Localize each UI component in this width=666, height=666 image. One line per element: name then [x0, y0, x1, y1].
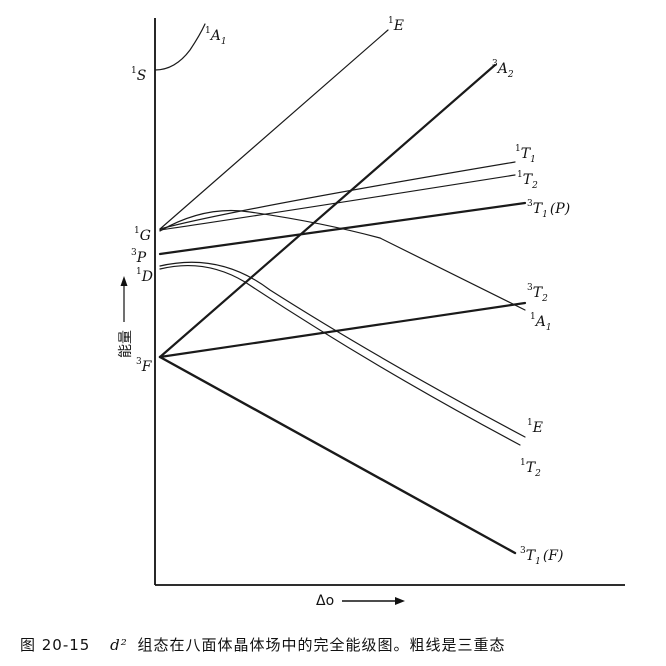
field-labels: 1A1 1E 3A2 1T1 1T2 3T1(P) 3T2 1A1 1E 1T2…: [205, 16, 570, 567]
term-1A1-mid: 1A1: [530, 312, 552, 333]
curve-1E-top: [159, 29, 389, 230]
figure-number: 图 20-15: [20, 636, 91, 654]
term-1D: 1D: [136, 267, 153, 285]
energy-level-diagram: 1S 1G 3P 1D 3F 1A1 1E 3A2 1T1 1T2 3T1(P)…: [118, 16, 625, 609]
curve-1T2-low: [159, 264, 521, 446]
term-3T1F: 3T1(F): [520, 546, 563, 567]
y-axis-arrowhead: [120, 276, 128, 286]
figure-caption: 图 20-15 d² 组态在八面体晶体场中的完全能级图。粗线是三重态: [20, 634, 650, 655]
term-3A2: 3A2: [492, 59, 514, 80]
term-1T1: 1T1: [515, 144, 536, 165]
curve-1E-low: [159, 261, 526, 438]
term-1E-low: 1E: [527, 418, 543, 436]
curve-3T2: [158, 301, 527, 359]
x-axis-label: Δo: [316, 593, 334, 609]
x-axis-title: Δo: [316, 593, 405, 609]
term-3P: 3P: [131, 248, 147, 266]
term-3T1P: 3T1(P): [527, 199, 570, 220]
curve-1T1: [159, 161, 516, 230]
curve-1A1-top: [154, 23, 206, 71]
free-ion-labels: 1S 1G 3P 1D 3F: [131, 66, 153, 375]
y-axis-label: 能量: [118, 330, 134, 358]
x-axis-arrowhead: [395, 597, 405, 605]
term-1T2-low: 1T2: [520, 458, 541, 479]
term-1S: 1S: [131, 66, 146, 84]
term-1E-top: 1E: [388, 16, 404, 34]
term-1G: 1G: [134, 226, 151, 244]
caption-text: 组态在八面体晶体场中的完全能级图。粗线是三重态: [137, 636, 506, 654]
curve-1A1-mid: [159, 209, 526, 311]
term-1A1-top: 1A1: [205, 26, 227, 47]
term-3T2: 3T2: [527, 283, 548, 304]
curve-3A2: [158, 63, 497, 359]
term-3F: 3F: [136, 357, 153, 375]
curve-1T2-upper: [159, 174, 516, 231]
caption-math: d²: [110, 636, 128, 654]
y-axis-title: 能量: [118, 276, 134, 358]
term-1T2-upper: 1T2: [517, 170, 538, 191]
level-curves: [154, 23, 527, 555]
curve-3T1F: [158, 355, 517, 555]
